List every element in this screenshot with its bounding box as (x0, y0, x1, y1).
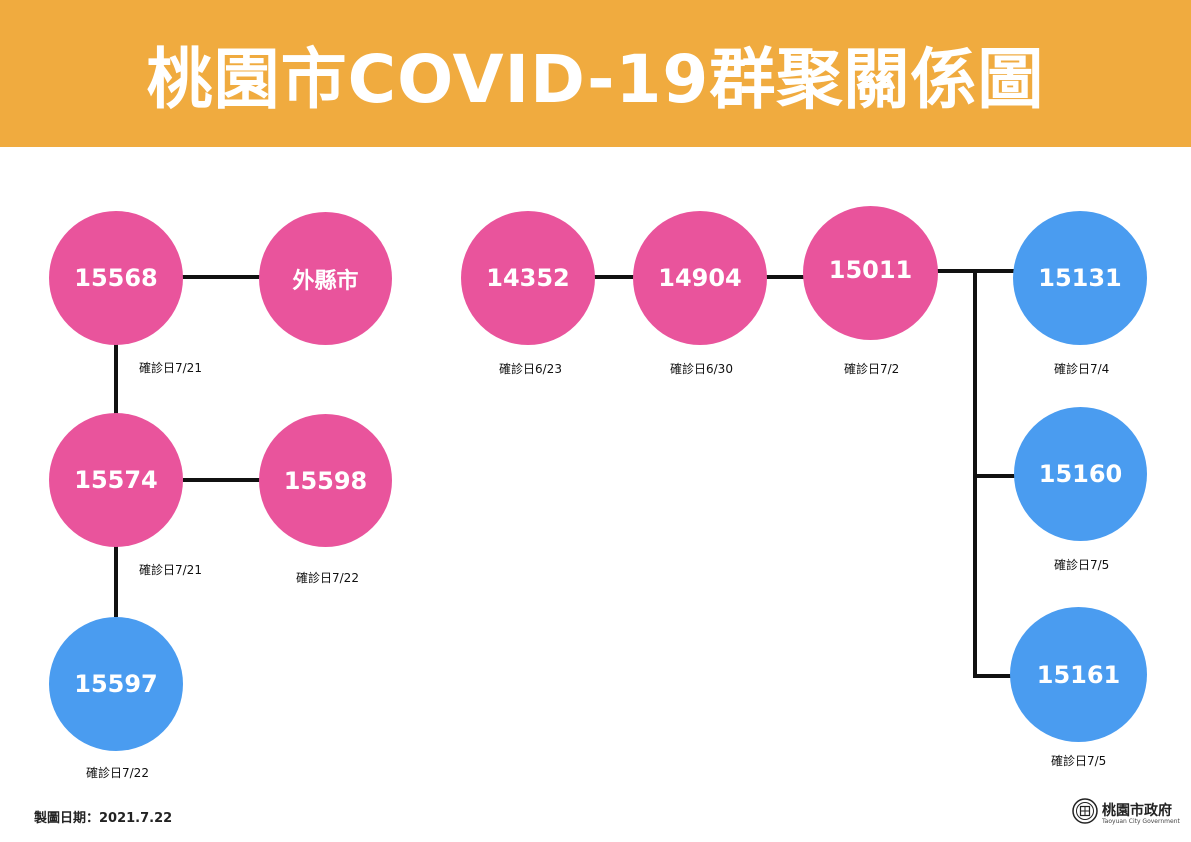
case-node-14904: 14904 (633, 211, 767, 345)
case-node-15131: 15131 (1013, 211, 1147, 345)
seal-icon (1072, 798, 1098, 824)
page-title: 桃園市COVID-19群聚關係圖 (146, 40, 1045, 118)
confirm-date-label: 確診日6/23 (499, 362, 562, 376)
case-node-15011: 15011 (803, 206, 938, 340)
case-node-label: 15568 (74, 264, 158, 292)
case-node-15160: 15160 (1014, 407, 1147, 541)
case-node-label: 15574 (74, 466, 158, 494)
city-government-logo: 桃園市政府 Taoyuan City Government (1072, 798, 1182, 828)
case-node-label: 14904 (658, 264, 742, 292)
logo-name: 桃園市政府 (1102, 803, 1172, 819)
case-node-label: 15131 (1038, 264, 1122, 292)
header-banner: 桃園市COVID-19群聚關係圖 (0, 0, 1191, 147)
case-node-label: 15597 (74, 670, 158, 698)
case-node-15161: 15161 (1010, 607, 1147, 742)
case-node-15598: 15598 (259, 414, 392, 547)
case-node-other-county: 外縣市 (259, 212, 392, 345)
confirm-date-label: 確診日7/22 (86, 766, 149, 780)
case-node-label: 15161 (1036, 660, 1121, 689)
case-node-15568: 15568 (49, 211, 183, 345)
confirm-date-label: 確診日7/4 (1054, 362, 1110, 376)
case-node-label: 外縣市 (292, 268, 359, 294)
case-node-label: 14352 (486, 264, 570, 292)
logo-subtitle: Taoyuan City Government (1102, 818, 1180, 825)
case-node-label: 15160 (1038, 460, 1123, 488)
confirm-date-label: 確診日6/30 (670, 362, 733, 376)
case-node-15597: 15597 (49, 617, 183, 751)
confirm-date-label: 確診日7/21 (139, 361, 202, 375)
production-date: 製圖日期：2021.7.22 (34, 811, 173, 826)
confirm-date-label: 確診日7/5 (1054, 558, 1110, 572)
confirm-date-label: 確診日7/22 (296, 571, 359, 585)
confirm-date-label: 確診日7/5 (1051, 754, 1107, 768)
confirm-date-label: 確診日7/21 (139, 563, 202, 577)
case-node-14352: 14352 (461, 211, 595, 345)
case-node-label: 15011 (828, 256, 913, 284)
confirm-date-label: 確診日7/2 (844, 362, 900, 376)
case-node-15574: 15574 (49, 413, 183, 547)
case-node-label: 15598 (283, 466, 368, 495)
